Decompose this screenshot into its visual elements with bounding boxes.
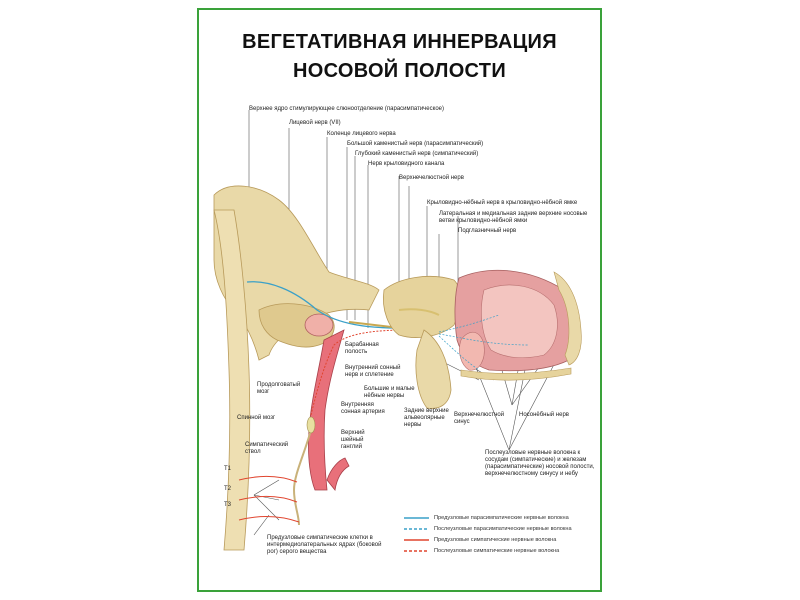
label-sympathetic-trunk: Симпатический ствол [245,442,289,455]
title-line-2: НОСОВОЙ ПОЛОСТИ [293,60,506,82]
title-line-1: ВЕГЕТАТИВНАЯ ИННЕРВАЦИЯ [242,31,557,53]
spinal-cord [213,209,251,551]
anatomy-illustration [213,110,582,552]
legend-item: Предузловые симпатические нервные волокн… [434,537,557,543]
label-palatine-nerves: Большие и малые нёбные нервы [364,386,415,399]
label-t1: T1 [224,466,232,472]
sphenoid-bone [382,275,461,338]
label-facial-nerve: Лицевой нерв (VII) [289,120,341,126]
label-spinal-cord: Спинной мозг [237,415,276,421]
label-internal-carotid-artery: Внутренняя сонная артерия [341,402,385,415]
label-deep-petrosal: Глубокий каменистый нерв (симпатический) [355,151,479,157]
poster: ВЕГЕТАТИВНАЯ ИННЕРВАЦИЯ НОСОВОЙ ПОЛОСТИ [197,8,602,592]
maxillary-region [415,329,452,409]
label-internal-carotid-plexus: Внутренний сонный нерв и сплетение [345,365,401,378]
label-nasopalatine: Носонёбный нерв [519,412,569,418]
label-tympanic-cavity: Барабанная полость [345,342,379,355]
label-maxillary-nerve: Верхнечелюстной нерв [399,175,464,181]
label-preganglionic-cells: Предузловые симпатические клетки в интер… [267,535,382,555]
external-carotid-branch [326,457,350,491]
label-lateral-medial: Латеральная и медиальная задние верхние … [439,211,588,224]
label-greater-petrosal: Большой каменистый нерв (парасимпатическ… [347,141,484,147]
label-pterygopalatine: Крыловидно-нёбный нерв в крыловидно-нёбн… [427,200,578,206]
maxillary-nerve [398,308,440,316]
legend-item: Послеузловые парасимпатические нервные в… [434,526,572,532]
label-geniculum: Коленце лицевого нерва [327,131,396,137]
rami-communicantes [238,476,300,523]
internal-carotid-artery [308,329,345,491]
superior-cervical-ganglion [306,416,316,434]
label-t2: T2 [224,486,232,492]
sympathetic-chain [292,429,312,526]
maxillary-sinus [459,332,485,371]
legend-item: Предузловые парасимпатические нервные во… [434,515,569,521]
legend-item: Послеузловые симпатические нервные волок… [434,548,560,554]
label-infraorbital: Подглазничный нерв [458,228,517,234]
hard-palate [460,367,572,381]
label-superior-cervical: Верхний шейный ганглий [341,430,365,450]
label-pterygoid-canal: Нерв крыловидного канала [368,161,445,167]
label-postganglionic-note: Послеузловые нервные волокна к сосудам (… [485,450,595,477]
label-medulla: Продолговатый мозг [257,382,301,395]
nasal-septum-inner [481,284,558,359]
label-t3: T3 [224,502,232,508]
nasal-bone-tip [553,271,582,366]
sympathetic-postganglionic-path [310,329,410,416]
label-posterior-alveolar: Задние верхние альвеолярные нервы [404,408,449,428]
tympanic-cavity [304,313,334,337]
label-maxillary-sinus: Верхнечелюстной синус [454,412,505,425]
legend-swatches [404,517,429,552]
postganglionic-branches [438,314,530,371]
label-top-nucleus: Верхнее ядро стимулирующее слюноотделени… [249,106,445,112]
